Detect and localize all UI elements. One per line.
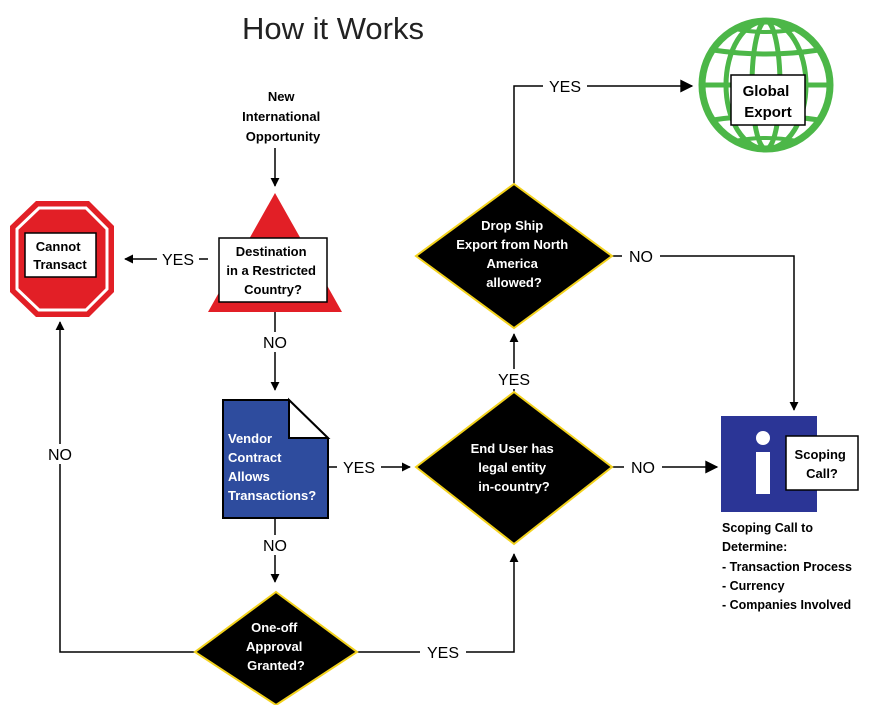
arrow-oneoff-no [55, 321, 195, 653]
scoping-note-line: Determine: [722, 540, 787, 554]
svg-text:Destination in a Restric: Destination in a Restricted Country? [226, 244, 319, 297]
page-title: How it Works [242, 11, 424, 46]
edge-label-dropship-no: NO [629, 249, 653, 266]
svg-text:One-off Approval G: One-off Approval Granted? [246, 620, 306, 673]
start-line: Opportunity [246, 129, 321, 144]
svg-text:Global Export: Global Export [743, 83, 794, 121]
dropship-line: Export from North [456, 237, 568, 252]
decision-diamond [414, 390, 614, 546]
arrow-oneoff-yes [357, 553, 519, 653]
connectors [55, 79, 799, 653]
contract-line: Transactions? [228, 488, 316, 503]
global-export-line: Export [744, 104, 792, 121]
oneoff-line: One-off [251, 620, 298, 635]
global-export-line: Global [743, 83, 790, 100]
restricted-line: Destination [236, 244, 307, 259]
vendor-contract-decision: Vendor Contract Allows Transactions? [222, 397, 331, 519]
entity-line: End User has [471, 441, 554, 456]
restricted-line: Country? [244, 282, 302, 297]
restricted-country-decision: Destination in a Restricted Country? [208, 193, 342, 312]
edge-label-entity-yes: YES [498, 372, 530, 389]
scoping-call-line: Call? [806, 466, 838, 481]
edge-label-contract-yes: YES [343, 460, 375, 477]
scoping-call-node: Scoping Call? [721, 416, 859, 512]
cannot-transact-line: Cannot [36, 239, 81, 254]
dropship-line: allowed? [486, 275, 542, 290]
svg-text:New International: New International Opportunity [242, 89, 324, 144]
start-line: New [268, 89, 296, 104]
start-line: International [242, 109, 320, 124]
svg-text:Scoping Call to Determin: Scoping Call to Determine: - Transaction… [722, 521, 855, 612]
entity-line: legal entity [478, 460, 547, 475]
contract-line: Contract [228, 450, 282, 465]
svg-text:Cannot Transact: Cannot Transact [33, 239, 87, 272]
svg-text:End User has legal entit: End User has legal entity in-country? [471, 441, 558, 494]
contract-line: Vendor [228, 431, 272, 446]
decision-diamond [414, 182, 614, 330]
edge-label-restricted-yes: YES [162, 252, 194, 269]
drop-ship-decision: Drop Ship Export from North America allo… [414, 182, 614, 330]
oneoff-line: Approval [246, 639, 302, 654]
edge-labels: YES NO NO YES NO YES YES NO YES NO [40, 76, 662, 662]
edge-label-dropship-yes: YES [549, 79, 581, 96]
restricted-line: in a Restricted [226, 263, 316, 278]
decision-diamond [193, 590, 359, 705]
arrow-dropship-no [611, 255, 799, 411]
edge-label-restricted-no: NO [263, 335, 287, 352]
edge-label-entity-no: NO [631, 460, 655, 477]
edge-label-oneoff-no: NO [48, 447, 72, 464]
scoping-call-line: Scoping [795, 447, 846, 462]
scoping-note: Scoping Call to Determine: - Transaction… [722, 521, 855, 612]
scoping-note-line: - Currency [722, 579, 785, 593]
contract-line: Allows [228, 469, 270, 484]
global-export-node: Global Export [698, 17, 834, 153]
cannot-transact-line: Transact [33, 257, 87, 272]
one-off-approval-decision: One-off Approval Granted? [193, 590, 359, 705]
svg-text:Drop Ship Export from No: Drop Ship Export from North America allo… [456, 218, 572, 290]
svg-text:Scoping Call?: Scoping Call? [795, 447, 850, 481]
oneoff-line: Granted? [247, 658, 305, 673]
scoping-note-line: - Companies Involved [722, 598, 851, 612]
edge-label-oneoff-yes: YES [427, 645, 459, 662]
arrow-dropship-yes [513, 79, 694, 188]
dropship-line: America [487, 256, 539, 271]
scoping-note-line: - Transaction Process [722, 560, 852, 574]
cannot-transact-node: Cannot Transact [10, 201, 114, 317]
legal-entity-decision: End User has legal entity in-country? [414, 390, 614, 546]
start-node: New International Opportunity [242, 89, 324, 144]
svg-text:Vendor Contract Al: Vendor Contract Allows Transactions? [228, 431, 316, 503]
scoping-note-line: Scoping Call to [722, 521, 813, 535]
dropship-line: Drop Ship [481, 218, 543, 233]
edge-label-contract-no: NO [263, 538, 287, 555]
entity-line: in-country? [478, 479, 550, 494]
